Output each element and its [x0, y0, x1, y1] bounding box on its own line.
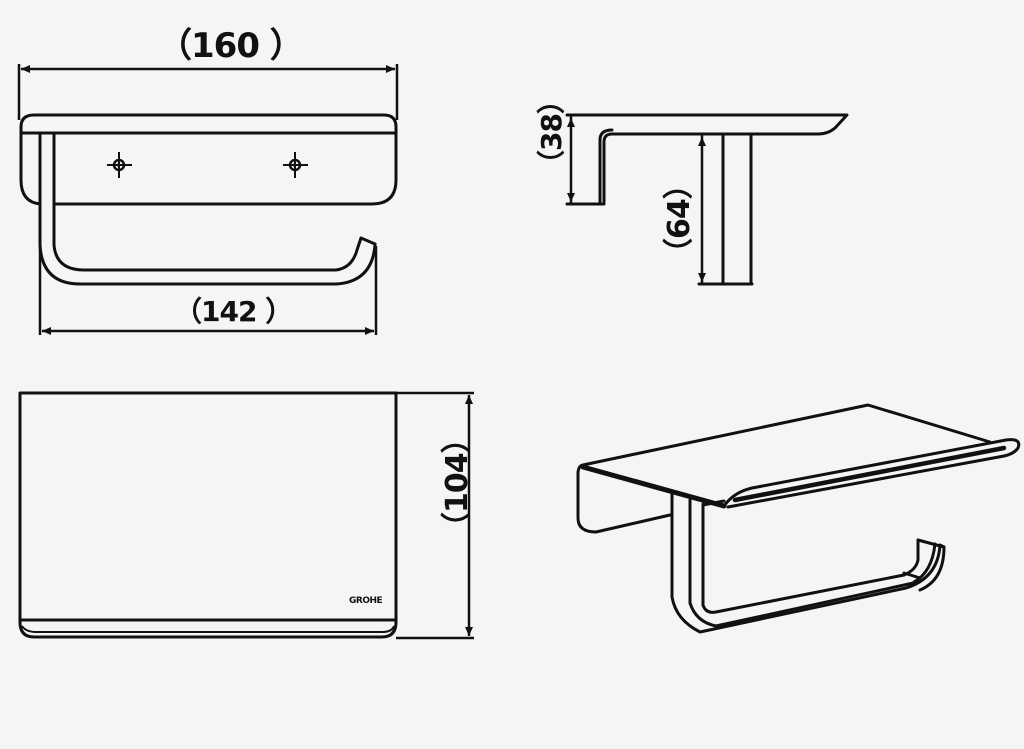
dimension-label-depth: （104）	[440, 424, 475, 542]
dimension-38	[567, 116, 575, 204]
dimension-label-overall-width: （160 ）	[158, 26, 304, 66]
dimension-label-arm-drop: （64）	[662, 170, 697, 268]
front-view	[17, 64, 399, 335]
dimension-label-back-plate-height: （38）	[535, 87, 568, 178]
dimension-64	[698, 135, 706, 284]
dimension-160	[17, 64, 399, 120]
brand-logo: GROHE	[349, 596, 383, 606]
side-view	[565, 113, 849, 286]
dimension-104	[396, 391, 474, 640]
isometric-view	[576, 403, 1021, 634]
top-view	[18, 391, 474, 640]
mounting-hole-icon	[283, 152, 308, 178]
dimension-142	[38, 246, 378, 335]
dimension-label-arm-width: （142 ）	[174, 295, 293, 328]
mounting-hole-icon	[107, 152, 132, 178]
